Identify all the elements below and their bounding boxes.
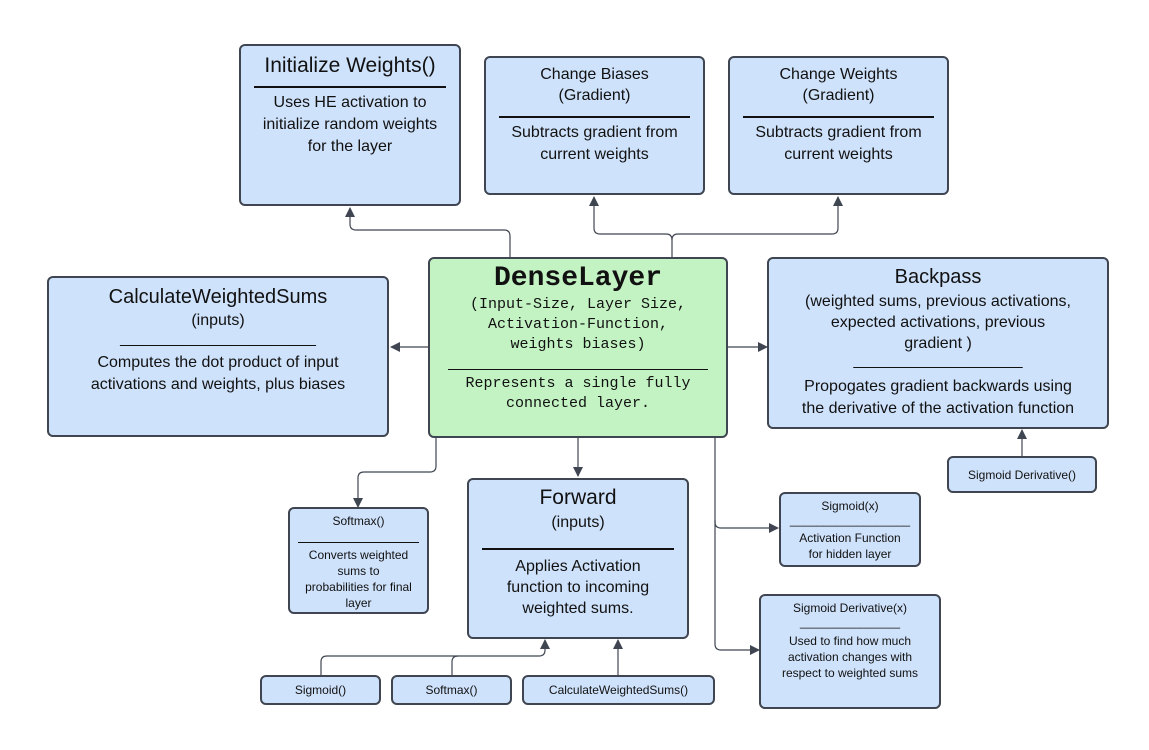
calculate-weighted-sums-call-node[interactable]: CalculateWeightedSums() <box>522 675 715 705</box>
dense-layer-node[interactable]: DenseLayer (Input-Size, Layer Size, Acti… <box>428 257 728 438</box>
node-label: Sigmoid Derivative() <box>967 467 1077 482</box>
arrow-sigmoid-call-to-forward <box>320 639 550 675</box>
backpass-node[interactable]: Backpass (weighted sums, previous activa… <box>767 257 1109 429</box>
node-desc: Applies Activation <box>515 558 641 575</box>
node-desc: Subtracts gradient from <box>511 124 678 141</box>
sigmoid-derivative-x-node[interactable]: Sigmoid Derivative(x) _______________ Us… <box>759 594 941 709</box>
sigmoid-derivative-call-node[interactable]: Sigmoid Derivative() <box>947 456 1097 493</box>
node-desc: probabilities for final <box>305 580 412 594</box>
node-title: DenseLayer <box>493 263 663 294</box>
divider <box>499 116 690 118</box>
node-desc: activations and weights, plus biases <box>90 376 346 393</box>
node-desc: respect to weighted sums <box>781 666 919 680</box>
node-desc: current weights <box>540 146 649 163</box>
divider <box>482 548 674 550</box>
node-subtitle: (inputs) <box>191 312 245 329</box>
node-desc: Represents a single fully <box>465 375 691 392</box>
arrow-to-softmax <box>353 438 437 508</box>
divider <box>743 116 934 118</box>
divider-text: _______________ <box>799 615 901 629</box>
node-desc: Subtracts gradient from <box>755 124 922 141</box>
node-title: (Gradient) <box>558 87 631 104</box>
node-desc: Propogates gradient backwards using <box>804 378 1072 395</box>
node-title: Softmax() <box>332 514 385 528</box>
divider <box>447 369 709 370</box>
node-params: (weighted sums, previous activations, <box>805 293 1071 310</box>
sigmoid-x-node[interactable]: Sigmoid(x) __________________ Activation… <box>779 492 921 567</box>
node-desc: connected layer. <box>505 395 651 412</box>
node-desc: initialize random weights <box>262 116 438 133</box>
node-params: Activation-Function, <box>487 316 669 333</box>
node-desc: activation changes with <box>787 650 913 664</box>
node-title: Change Biases <box>540 66 649 83</box>
node-params: weights biases) <box>510 336 646 353</box>
node-label: CalculateWeightedSums() <box>548 683 689 697</box>
calculate-weighted-sums-node[interactable]: CalculateWeightedSums (inputs) _________… <box>47 276 389 437</box>
change-biases-node[interactable]: Change Biases (Gradient) Subtracts gradi… <box>484 56 705 195</box>
node-desc: Used to find how much <box>788 634 912 648</box>
sigmoid-call-node[interactable]: Sigmoid() <box>260 675 381 705</box>
node-label: Sigmoid() <box>294 683 347 697</box>
node-desc: Uses HE activation to <box>273 94 427 111</box>
node-title: Initialize Weights() <box>264 54 436 77</box>
node-title: CalculateWeightedSums <box>108 286 328 308</box>
arrow-to-initialize-weights <box>345 207 511 258</box>
node-title: Forward <box>539 486 617 509</box>
node-title: Change Weights <box>779 66 898 83</box>
divider-text: ______________________ <box>120 330 316 347</box>
softmax-call-node[interactable]: Softmax() <box>391 675 512 705</box>
node-params: expected activations, previous <box>830 314 1046 331</box>
arrow-to-sigmoid-derivative-x <box>714 520 760 655</box>
node-desc: Converts weighted <box>308 548 409 562</box>
node-desc: for the layer <box>307 138 393 155</box>
initialize-weights-node[interactable]: Initialize Weights() Uses HE activation … <box>239 44 461 206</box>
arrow-to-change-weights <box>671 196 843 241</box>
arrow-to-change-biases <box>589 196 673 258</box>
node-desc: Activation Function <box>799 531 901 545</box>
forward-node[interactable]: Forward (inputs) Applies Activation func… <box>467 478 689 639</box>
node-desc: current weights <box>784 146 893 163</box>
node-subtitle: (inputs) <box>551 514 605 531</box>
divider-text: ___________________ <box>853 352 1023 369</box>
divider <box>298 542 419 543</box>
node-params: gradient ) <box>904 335 972 352</box>
softmax-node[interactable]: Softmax() Converts weighted sums to prob… <box>288 507 429 614</box>
node-desc: for hidden layer <box>808 547 892 561</box>
divider <box>254 86 446 88</box>
node-title: Backpass <box>894 266 982 288</box>
node-desc: weighted sums. <box>522 600 634 617</box>
node-title: Sigmoid(x) <box>821 499 879 513</box>
node-title: Sigmoid Derivative(x) <box>792 601 908 615</box>
node-desc: function to incoming <box>506 579 650 596</box>
change-weights-node[interactable]: Change Weights (Gradient) Subtracts grad… <box>728 56 949 195</box>
node-params: (Input-Size, Layer Size, <box>469 296 687 313</box>
node-label: Softmax() <box>425 683 478 697</box>
arrow-to-sigmoid-x <box>714 438 779 533</box>
divider-text: __________________ <box>789 513 911 527</box>
node-title: (Gradient) <box>802 87 875 104</box>
node-desc: the derivative of the activation functio… <box>801 400 1075 417</box>
node-desc: layer <box>345 596 372 610</box>
node-desc: sums to <box>337 564 380 578</box>
arrow-softmax-call-to-forward <box>451 655 459 675</box>
node-desc: Computes the dot product of input <box>97 354 339 371</box>
